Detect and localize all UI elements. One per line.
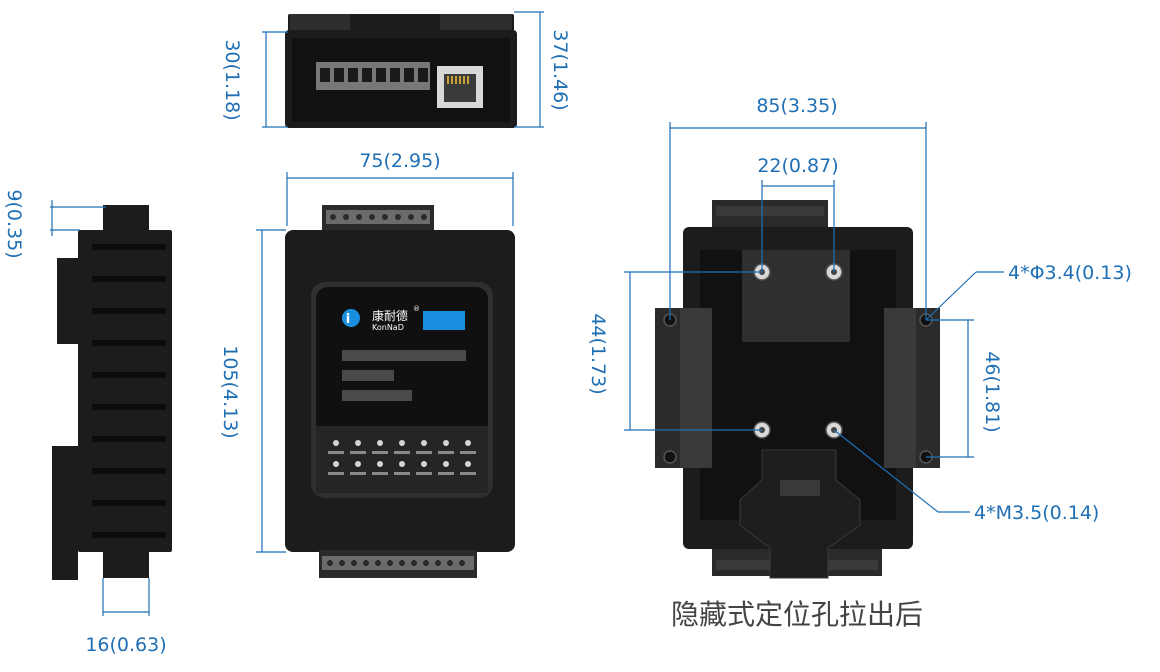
svg-text:i: i [346, 312, 350, 327]
side-view [52, 205, 172, 580]
dim-top-outer: 37(1.46) [514, 11, 571, 128]
back-view-caption: 隐藏式定位孔拉出后 [671, 598, 923, 631]
callout-holes: 4*Φ3.4(0.13) [925, 262, 1132, 321]
brand-logo: i 康耐德 KonNaD ® [342, 305, 420, 332]
back-view [655, 200, 940, 579]
brand-name-en: KonNaD [372, 323, 404, 332]
front-bottom-terminals [322, 556, 474, 570]
dim-front-width: 75(2.95) [286, 150, 514, 226]
dim-label-top-inner: 30(1.18) [221, 39, 243, 120]
dim-back-hole-spacing: 22(0.87) [757, 155, 839, 272]
callout-holes-label: 4*Φ3.4(0.13) [1008, 262, 1132, 284]
dim-label-front-height: 105(4.13) [219, 345, 241, 438]
dim-label-side-width: 16(0.63) [85, 634, 166, 656]
top-view [285, 14, 517, 128]
side-ribs [92, 244, 166, 538]
blue-label [423, 311, 465, 330]
front-top-terminals [326, 210, 430, 224]
top-terminal-strip [316, 62, 430, 90]
led-indicators [328, 440, 476, 475]
dim-front-height: 105(4.13) [219, 229, 286, 553]
dim-label-top-outer: 37(1.46) [549, 29, 571, 110]
brand-name-cn: 康耐德 [372, 308, 408, 323]
dim-side-offset: 9(0.35) [3, 189, 106, 259]
dim-top-inner: 30(1.18) [221, 31, 288, 128]
callout-screws-label: 4*M3.5(0.14) [974, 502, 1099, 524]
dim-label-back-hole-spacing: 22(0.87) [757, 155, 838, 177]
front-view: i 康耐德 KonNaD ® [285, 205, 515, 578]
dim-back-height-right: 46(1.81) [926, 319, 1003, 458]
din-rail-clip [739, 449, 861, 579]
dim-back-width: 85(3.35) [669, 95, 927, 320]
dim-label-back-height-right: 46(1.81) [981, 351, 1003, 432]
registered-mark: ® [413, 305, 420, 313]
dim-label-back-width: 85(3.35) [756, 95, 837, 117]
right-mounting-bracket [884, 308, 940, 468]
dim-side-width: 16(0.63) [85, 578, 167, 656]
left-mounting-bracket [655, 308, 712, 468]
dim-label-side-offset: 9(0.35) [3, 189, 25, 258]
callout-screws: 4*M3.5(0.14) [833, 429, 1099, 524]
dim-label-back-height-left: 44(1.73) [587, 313, 609, 394]
dim-back-height-left: 44(1.73) [587, 271, 762, 431]
dim-label-front-width: 75(2.95) [359, 150, 440, 172]
rj45-port [437, 66, 483, 108]
